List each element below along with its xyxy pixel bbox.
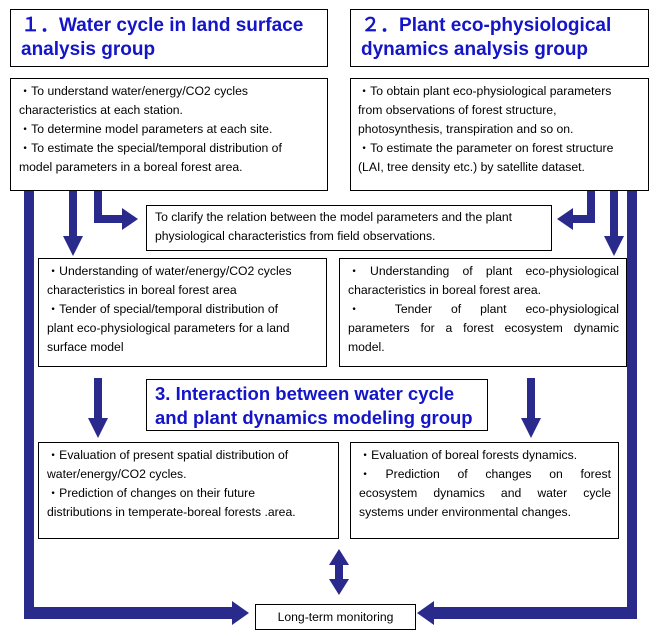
- outputs1-line: plant eco-physiological parameters for a…: [47, 321, 290, 335]
- group2-objective-line: from observations of forest structure,: [358, 103, 557, 117]
- arrow-group1-to-relation: [94, 191, 138, 230]
- eval1-line: distributions in temperate-boreal forest…: [47, 505, 296, 519]
- outputs1-box: ・Understanding of water/energy/CO2 cycle…: [38, 258, 327, 367]
- arrow-outputs2-to-eval2: [521, 378, 541, 438]
- group2-objective-line: (LAI, tree density etc.) by satellite da…: [358, 160, 585, 174]
- outputs1-line: ・Understanding of water/energy/CO2 cycle…: [47, 264, 292, 278]
- arrow-group2-to-outputs2: [604, 191, 624, 256]
- group1-objective-line: ・To determine model parameters at each s…: [19, 122, 273, 136]
- outputs1-line: surface model: [47, 340, 124, 354]
- group2-objective-line: photosynthesis, transpiration and so on.: [358, 122, 574, 136]
- eval2-line: ・Prediction of changes on forest: [359, 467, 611, 481]
- outputs1-line: characteristics in boreal forest area: [47, 283, 237, 297]
- relation-line: To clarify the relation between the mode…: [155, 210, 513, 224]
- group2-number: ２．: [361, 15, 400, 36]
- eval2-box: ・Evaluation of boreal forests dynamics. …: [350, 442, 619, 539]
- relation-box: To clarify the relation between the mode…: [146, 205, 552, 251]
- relation-line: physiological characteristics from field…: [155, 229, 436, 243]
- arrow-group1-to-outputs1: [63, 191, 83, 256]
- arrow-outputs1-to-eval1: [88, 378, 108, 438]
- group1-title-line-2: analysis group: [21, 39, 156, 60]
- eval1-line: water/energy/CO2 cycles.: [47, 467, 187, 481]
- outputs2-box: ・Understanding of plant eco-physiologica…: [339, 258, 627, 367]
- outputs2-line: parameters for a forest ecosystem dynami…: [348, 321, 619, 335]
- outputs2-line: characteristics in boreal forest area.: [348, 283, 542, 297]
- outputs2-line: ・ Tender of plant eco-physiological: [348, 302, 619, 316]
- eval2-line: systems under environmental changes.: [359, 505, 572, 519]
- eval1-line: ・Prediction of changes on their future: [47, 486, 255, 500]
- eval2-line: ecosystem dynamics and water cycle: [359, 486, 611, 500]
- group3-title-box: 3. Interaction between water cycle and p…: [146, 379, 488, 431]
- group2-title-line-1: ２．Plant eco-physiological: [361, 15, 612, 36]
- group1-objective-line: model parameters in a boreal forest area…: [19, 160, 243, 174]
- group1-objectives-box: ・To understand water/energy/CO2 cycles c…: [10, 78, 328, 191]
- outputs2-line: model.: [348, 340, 385, 354]
- group1-title-box: １．Water cycle in land surface analysis g…: [10, 9, 328, 67]
- group1-objective-line: characteristics at each station.: [19, 103, 183, 117]
- group3-title-line-2: and plant dynamics modeling group: [155, 407, 473, 428]
- arrow-group2-to-relation: [557, 191, 595, 230]
- eval2-line: ・Evaluation of boreal forests dynamics.: [359, 448, 578, 462]
- eval1-line: ・Evaluation of present spatial distribut…: [47, 448, 289, 462]
- group2-objective-line: ・To estimate the parameter on forest str…: [358, 141, 614, 155]
- long-term-monitoring-box: Long-term monitoring: [255, 604, 416, 630]
- group2-title-box: ２．Plant eco-physiological dynamics analy…: [350, 9, 649, 67]
- group1-number: １．: [21, 15, 60, 36]
- outputs2-line: ・Understanding of plant eco-physiologica…: [348, 264, 619, 278]
- outputs1-line: ・Tender of special/temporal distribution…: [47, 302, 279, 316]
- group2-title-line-2: dynamics analysis group: [361, 39, 589, 60]
- eval1-box: ・Evaluation of present spatial distribut…: [38, 442, 339, 539]
- group1-title-line-1: １．Water cycle in land surface: [21, 15, 304, 36]
- arrow-bidirectional-evaluation-monitoring: [329, 549, 349, 595]
- group3-title-line-1: 3. Interaction between water cycle: [155, 383, 455, 404]
- long-term-monitoring-label: Long-term monitoring: [277, 610, 394, 624]
- group2-objectives-box: ・To obtain plant eco-physiological param…: [350, 78, 649, 191]
- group1-objective-line: ・To understand water/energy/CO2 cycles: [19, 84, 248, 98]
- group2-objective-line: ・To obtain plant eco-physiological param…: [358, 84, 612, 98]
- group1-objective-line: ・To estimate the special/temporal distri…: [19, 141, 282, 155]
